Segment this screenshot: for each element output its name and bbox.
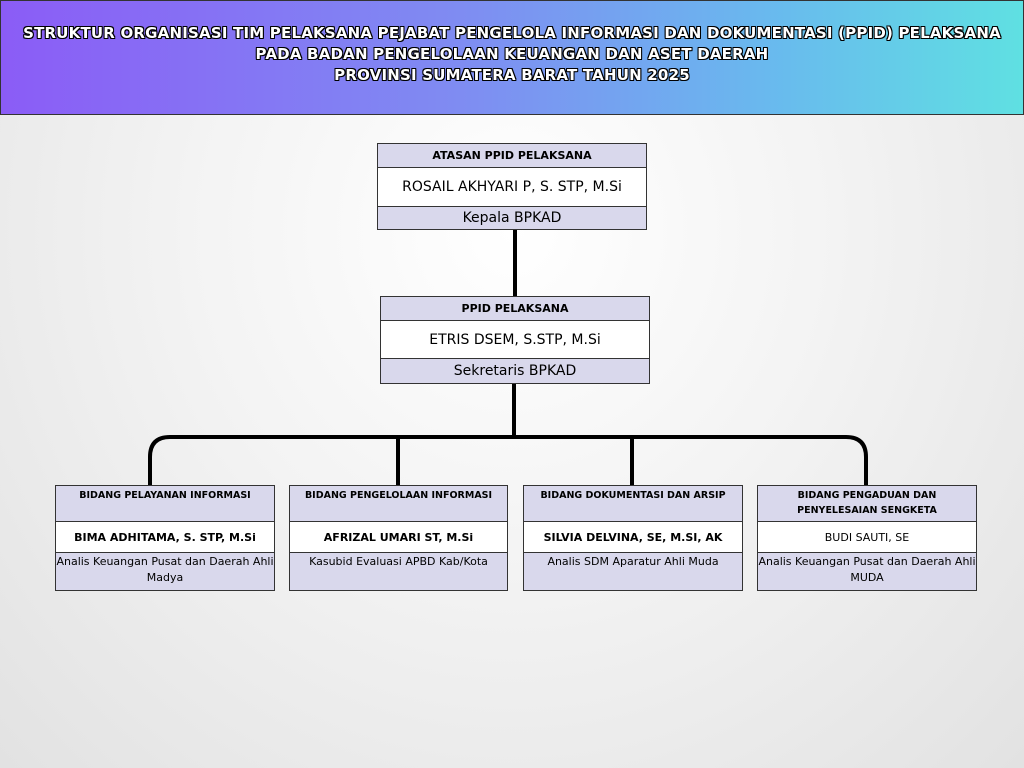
bidang-dokumentasi-name: SILVIA DELVINA, SE, M.SI, AK [523, 521, 743, 553]
bidang-pengaduan-position: Analis Keuangan Pusat dan Daerah Ahli MU… [757, 552, 977, 591]
bidang-pengelolaan-position: Kasubid Evaluasi APBD Kab/Kota [289, 552, 508, 591]
bidang-pelayanan-header: BIDANG PELAYANAN INFORMASI [55, 485, 275, 522]
title-banner: STRUKTUR ORGANISASI TIM PELAKSANA PEJABA… [0, 0, 1024, 115]
ppid-header: PPID PELAKSANA [380, 296, 650, 321]
title-line-2: PADA BADAN PENGELOLAAN KEUANGAN DAN ASET… [255, 45, 769, 63]
bidang-pelayanan-position: Analis Keuangan Pusat dan Daerah Ahli Ma… [55, 552, 275, 591]
bidang-pengelolaan-header: BIDANG PENGELOLAAN INFORMASI [289, 485, 508, 522]
bidang-dokumentasi-header: BIDANG DOKUMENTASI DAN ARSIP [523, 485, 743, 522]
atasan-header: ATASAN PPID PELAKSANA [377, 143, 647, 168]
bidang-pengelolaan-name: AFRIZAL UMARI ST, M.Si [289, 521, 508, 553]
title-line-1: STRUKTUR ORGANISASI TIM PELAKSANA PEJABA… [23, 24, 1001, 42]
bidang-dokumentasi-position: Analis SDM Aparatur Ahli Muda [523, 552, 743, 591]
ppid-position: Sekretaris BPKAD [380, 358, 650, 384]
bidang-pengaduan-header: BIDANG PENGADUAN DAN PENYELESAIAN SENGKE… [757, 485, 977, 522]
title-line-3: PROVINSI SUMATERA BARAT TAHUN 2025 [334, 66, 690, 84]
bidang-pengaduan-name: BUDI SAUTI, SE [757, 521, 977, 553]
bidang-pelayanan-name: BIMA ADHITAMA, S. STP, M.Si [55, 521, 275, 553]
connector-branch [148, 435, 868, 486]
atasan-position: Kepala BPKAD [377, 206, 647, 230]
ppid-name: ETRIS DSEM, S.STP, M.Si [380, 320, 650, 359]
atasan-name: ROSAIL AKHYARI P, S. STP, M.Si [377, 167, 647, 207]
